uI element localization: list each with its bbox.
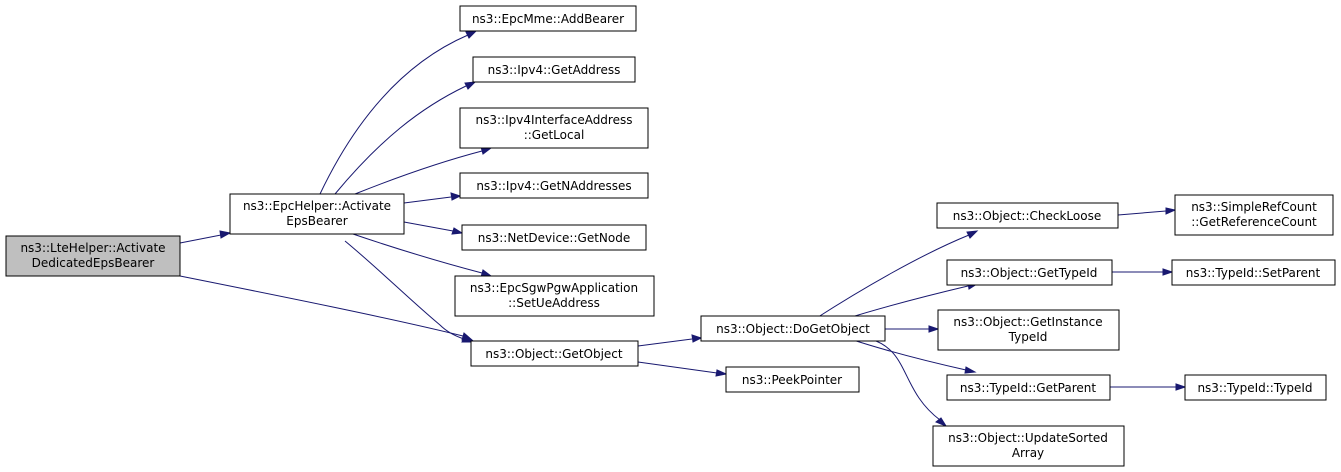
node-set-ue-address[interactable]: ns3::EpcSgwPgwApplication ::SetUeAddress (454, 275, 655, 317)
edge-getobject-to-dogetobject (637, 334, 703, 347)
node-get-address-label: ns3::Ipv4::GetAddress (488, 63, 621, 77)
node-set-parent-label: ns3::TypeId::SetParent (1186, 266, 1321, 280)
node-get-object[interactable]: ns3::Object::GetObject (470, 340, 639, 367)
edge-checkloose-to-getreferencecount (1117, 207, 1177, 216)
edge-epc-to-getnode (403, 221, 464, 235)
edge-epc-to-getobject (344, 240, 474, 343)
node-get-node-label: ns3::NetDevice::GetNode (478, 231, 630, 245)
node-get-local[interactable]: ns3::Ipv4InterfaceAddress ::GetLocal (459, 107, 649, 149)
node-epc-activate-line-2: EpsBearer (286, 214, 347, 228)
node-get-naddresses-label: ns3::Ipv4::GetNAddresses (476, 179, 631, 193)
edge-epc-to-getnaddresses (403, 192, 462, 204)
edge-getparent-to-typeidctor (1110, 383, 1187, 391)
node-get-instance-type-id-line-1: ns3::Object::GetInstance (953, 315, 1102, 329)
edge-epc-to-setueaddress (349, 232, 493, 278)
edge-lte-to-getobject (179, 275, 474, 341)
edge-getobject-to-peekpointer (637, 361, 728, 377)
node-type-id-ctor-label: ns3::TypeId::TypeId (1197, 381, 1312, 395)
node-lte-activate[interactable]: ns3::LteHelper::Activate DedicatedEpsBea… (5, 235, 181, 277)
node-update-sorted-array[interactable]: ns3::Object::UpdateSorted Array (932, 425, 1125, 467)
node-get-parent-label: ns3::TypeId::GetParent (960, 381, 1096, 395)
node-get-parent[interactable]: ns3::TypeId::GetParent (946, 374, 1111, 401)
node-get-instance-type-id-line-2: TypeId (1008, 330, 1048, 344)
node-epc-activate-line-1: ns3::EpcHelper::Activate (243, 199, 391, 213)
node-peek-pointer[interactable]: ns3::PeekPointer (725, 366, 860, 393)
node-check-loose-label: ns3::Object::CheckLoose (953, 209, 1101, 223)
node-get-type-id-label: ns3::Object::GetTypeId (961, 266, 1098, 280)
node-set-ue-address-line-2: ::SetUeAddress (508, 296, 600, 310)
node-add-bearer[interactable]: ns3::EpcMme::AddBearer (459, 5, 637, 32)
node-lte-activate-line-2: DedicatedEpsBearer (32, 256, 155, 270)
node-check-loose[interactable]: ns3::Object::CheckLoose (936, 202, 1119, 229)
node-get-reference-count-line-1: ns3::SimpleRefCount (1191, 200, 1317, 214)
edge-dogetobject-to-getinstancetypeid (885, 325, 940, 333)
edge-epc-to-addbearer (319, 30, 478, 195)
edge-epc-to-getaddress (334, 81, 477, 195)
node-add-bearer-label: ns3::EpcMme::AddBearer (472, 12, 624, 26)
node-get-naddresses[interactable]: ns3::Ipv4::GetNAddresses (459, 172, 649, 199)
node-update-sorted-array-line-1: ns3::Object::UpdateSorted (948, 431, 1108, 445)
node-set-parent[interactable]: ns3::TypeId::SetParent (1171, 259, 1336, 286)
edge-dogetobject-to-updatesortedarray (869, 338, 948, 428)
node-do-get-object[interactable]: ns3::Object::DoGetObject (700, 315, 886, 342)
node-get-type-id[interactable]: ns3::Object::GetTypeId (946, 259, 1113, 286)
node-do-get-object-label: ns3::Object::DoGetObject (716, 322, 870, 336)
node-get-node[interactable]: ns3::NetDevice::GetNode (461, 224, 647, 251)
node-get-local-line-2: ::GetLocal (524, 128, 585, 142)
edge-lte-to-epc (179, 230, 232, 244)
edge-dogetobject-to-getparent (849, 338, 977, 374)
node-lte-activate-line-1: ns3::LteHelper::Activate (20, 241, 165, 255)
edge-gettypeid-to-setparent (1112, 268, 1174, 276)
node-epc-activate[interactable]: ns3::EpcHelper::Activate EpsBearer (229, 193, 405, 235)
node-get-object-label: ns3::Object::GetObject (485, 347, 623, 361)
node-get-address[interactable]: ns3::Ipv4::GetAddress (472, 56, 636, 83)
node-get-reference-count-line-2: ::GetReferenceCount (1191, 215, 1317, 229)
edge-dogetobject-to-checkloose (814, 230, 979, 320)
node-peek-pointer-label: ns3::PeekPointer (742, 373, 842, 387)
node-get-instance-type-id[interactable]: ns3::Object::GetInstance TypeId (937, 309, 1120, 351)
node-type-id-ctor[interactable]: ns3::TypeId::TypeId (1184, 374, 1327, 401)
node-get-local-line-1: ns3::Ipv4InterfaceAddress (476, 113, 633, 127)
node-get-reference-count[interactable]: ns3::SimpleRefCount ::GetReferenceCount (1174, 194, 1334, 236)
node-update-sorted-array-line-2: Array (1012, 446, 1044, 460)
node-set-ue-address-line-1: ns3::EpcSgwPgwApplication (470, 281, 638, 295)
